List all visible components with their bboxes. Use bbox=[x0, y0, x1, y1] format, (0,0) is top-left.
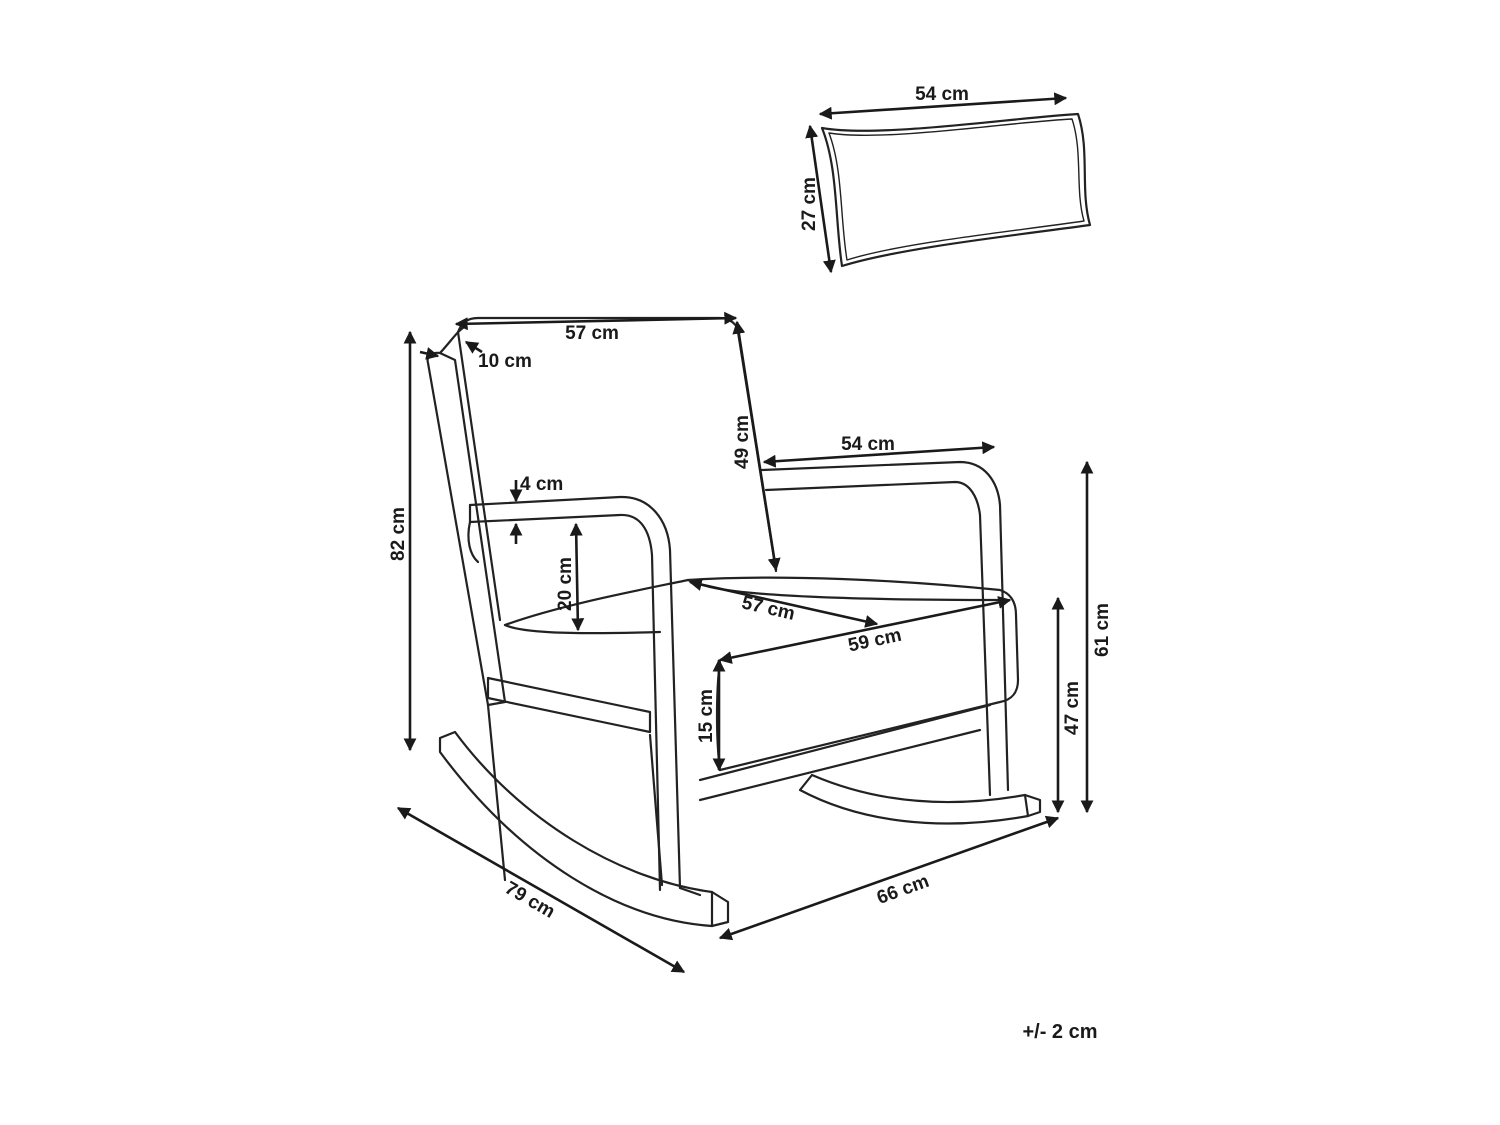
armrest-thickness-label: 4 cm bbox=[520, 474, 563, 495]
seat-cushion-thickness-label: 15 cm bbox=[696, 689, 717, 743]
armrest-length-label: 54 cm bbox=[841, 434, 895, 455]
arm-height-floor-label: 61 cm bbox=[1092, 603, 1113, 657]
seat-depth-label: 57 cm bbox=[740, 592, 797, 625]
seat-height-floor-label: 47 cm bbox=[1062, 681, 1083, 735]
cushion-drawing bbox=[820, 112, 1092, 268]
cushion-width-label: 54 cm bbox=[915, 84, 969, 105]
chair-drawing bbox=[426, 316, 1042, 928]
tolerance-note: +/- 2 cm bbox=[1022, 1021, 1097, 1043]
dimension-lines bbox=[396, 92, 1094, 974]
backrest-width-label: 57 cm bbox=[565, 323, 619, 344]
total-height-label: 82 cm bbox=[388, 507, 409, 561]
seat-width-label: 59 cm bbox=[846, 625, 903, 657]
total-width-label: 66 cm bbox=[874, 871, 932, 909]
cushion-height-label: 27 cm bbox=[799, 177, 820, 231]
backrest-height-label: 49 cm bbox=[732, 415, 753, 469]
armrest-height-label: 20 cm bbox=[555, 557, 576, 611]
frame-thickness-label: 10 cm bbox=[478, 351, 532, 372]
